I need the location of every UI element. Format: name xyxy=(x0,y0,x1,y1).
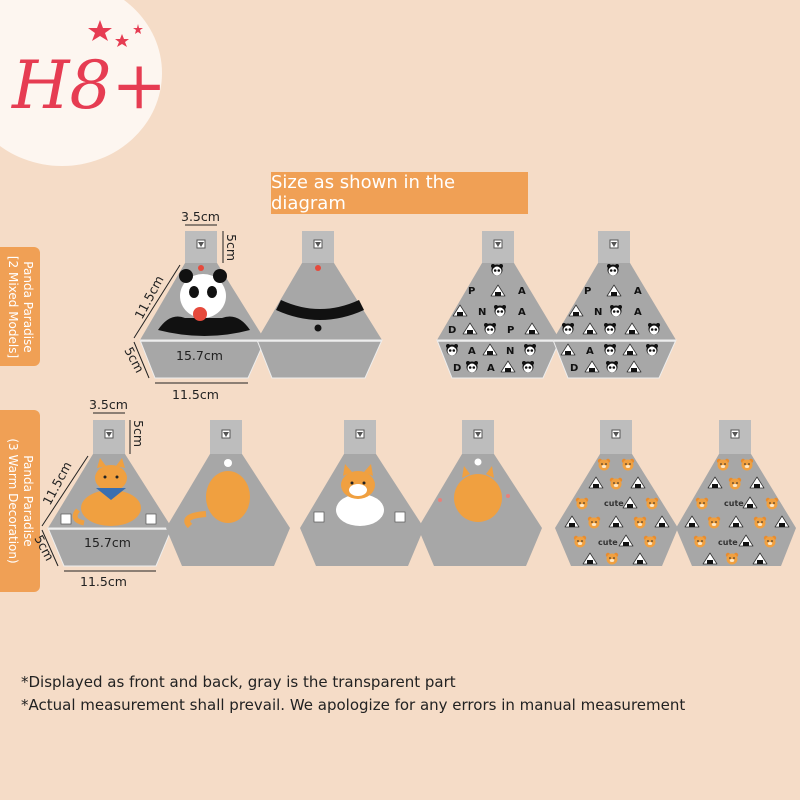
arrow-down-icon xyxy=(104,429,114,439)
dim-bottom-width: 11.5cm xyxy=(80,574,127,589)
dim-top-width: 15.7cm xyxy=(176,348,223,363)
dim-tab-width: 3.5cm xyxy=(89,397,128,412)
apple-icon xyxy=(193,307,207,321)
pouch-letter-pattern-b: P A N A A D xyxy=(552,231,677,379)
shiba-illustration xyxy=(336,494,384,526)
pouch-body xyxy=(676,454,796,528)
pouch-base xyxy=(139,339,266,379)
size-banner: Size as shown in the diagram xyxy=(271,172,528,214)
dim-bottom-width: 11.5cm xyxy=(172,387,219,402)
arrow-down-icon xyxy=(355,429,365,439)
brand-logo-mark: H8+ xyxy=(11,20,167,124)
pattern-letter: A xyxy=(634,286,642,297)
note-line-1: *Displayed as front and back, gray is th… xyxy=(21,673,456,691)
pattern-letter: D xyxy=(570,363,578,374)
arrow-down-icon xyxy=(609,239,619,249)
star-icon xyxy=(88,20,112,41)
pouch-base xyxy=(166,528,290,566)
cute-label: cute xyxy=(718,538,738,547)
pouch-letter-pattern-a: P A N A D P A N D A xyxy=(436,231,561,379)
side-label-row1: Panda Paradise [2 Mixed Models] xyxy=(0,247,40,366)
pattern-letter: A xyxy=(468,346,476,357)
cute-label: cute xyxy=(598,538,618,547)
cute-label: cute xyxy=(604,499,624,508)
arrow-down-icon xyxy=(730,429,740,439)
pouch-cat-back xyxy=(166,420,290,566)
pattern-letter: N xyxy=(594,307,602,318)
pouch-body xyxy=(553,263,676,340)
pouch-cat-front xyxy=(47,420,173,567)
pouch-shiba-front xyxy=(300,420,424,566)
pattern-letter: A xyxy=(518,286,526,297)
pattern-letter: A xyxy=(487,363,495,374)
arrow-down-icon xyxy=(493,239,503,249)
pouch-panda-front xyxy=(139,231,266,379)
pattern-letter: P xyxy=(584,286,591,297)
star-icon xyxy=(133,24,143,34)
pattern-letter: P xyxy=(468,286,475,297)
pouch-shiba-back xyxy=(418,420,542,566)
pattern-letter: A xyxy=(586,346,594,357)
pouch-base xyxy=(256,339,383,379)
pouch-body xyxy=(257,263,382,340)
pattern-letter: P xyxy=(507,325,514,336)
cat-illustration xyxy=(81,490,141,526)
brand-logo-text: H8+ xyxy=(11,47,162,124)
dim-tab-height: 5cm xyxy=(224,234,239,261)
star-icon xyxy=(115,34,129,47)
pouch-base xyxy=(418,528,542,566)
shiba-back-illustration xyxy=(454,474,502,522)
dim-top-width: 15.7cm xyxy=(84,535,131,550)
flower-icon xyxy=(198,265,204,271)
pouch-panda-back xyxy=(256,231,383,379)
arrow-down-icon xyxy=(473,429,483,439)
side-label-row2: Panda Paradise (3 Warm Decoration) xyxy=(0,410,40,592)
cat-back-illustration xyxy=(206,471,250,523)
notes: *Displayed as front and back, gray is th… xyxy=(21,671,791,717)
pouch-onigiri-pattern-a: cute cute xyxy=(555,420,678,566)
arrow-down-icon xyxy=(313,239,323,249)
note-line-2: *Actual measurement shall prevail. We ap… xyxy=(21,696,686,714)
panda-illustration xyxy=(180,274,226,318)
pattern-letter: N xyxy=(506,346,514,357)
pouch-base xyxy=(300,528,424,566)
brand-logo: H8+ xyxy=(0,0,167,166)
pattern-letter: A xyxy=(518,307,526,318)
cute-label: cute xyxy=(724,499,744,508)
arrow-down-icon xyxy=(611,429,621,439)
pouch-body xyxy=(437,263,560,340)
arrow-down-icon xyxy=(221,429,231,439)
pattern-letter: A xyxy=(634,307,642,318)
pattern-letter: D xyxy=(453,363,461,374)
panda-tail xyxy=(314,324,322,332)
panda-back-band xyxy=(276,300,364,320)
pattern-letter: D xyxy=(448,325,456,336)
pattern-letter: N xyxy=(478,307,486,318)
pouch-onigiri-pattern-b: cute cute xyxy=(676,420,796,566)
pouch-body xyxy=(555,454,678,528)
flower-icon xyxy=(315,265,321,271)
dim-tab-width: 3.5cm xyxy=(181,209,220,224)
pouch-base xyxy=(552,339,677,379)
pouch-base xyxy=(47,527,173,567)
dim-tab-height: 5cm xyxy=(131,420,146,447)
arrow-down-icon xyxy=(196,239,206,249)
